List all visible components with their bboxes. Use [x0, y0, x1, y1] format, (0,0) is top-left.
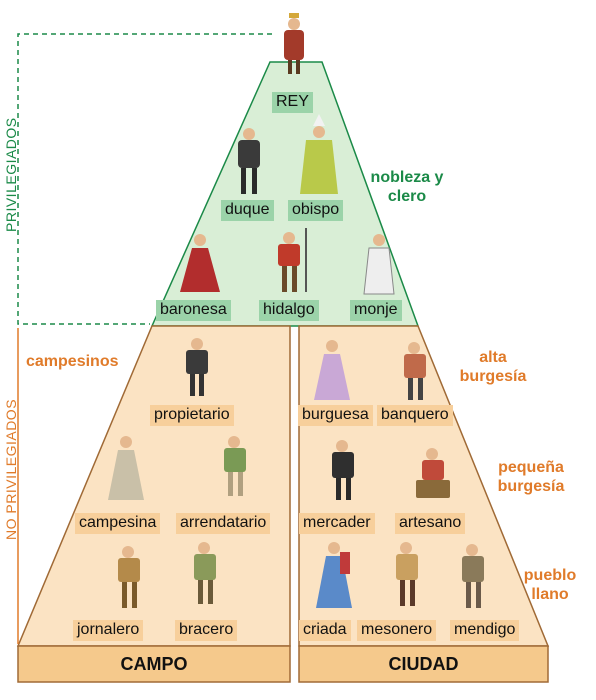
bracero-figure — [194, 542, 216, 604]
campo-section — [16, 325, 291, 647]
campo-base — [17, 645, 291, 683]
peasants-annotation: campesinos — [26, 353, 119, 370]
petty-bourgeoisie-annotation: pequeña burgesía — [486, 458, 576, 496]
nobility-clergy-annotation: nobleza y clero — [362, 168, 452, 206]
label-peasant-woman: campesina — [75, 513, 161, 534]
peasant-woman-figure — [108, 436, 144, 500]
label-tenant: arrendatario — [176, 513, 271, 534]
petty-bourgeoisie-line-2: burgesía — [497, 478, 565, 495]
day-laborer-figure — [118, 546, 140, 608]
banker-figure — [404, 342, 426, 400]
ciudad-title: CIUDAD — [388, 654, 459, 674]
petty-bourgeoisie-line-1: pequeña — [498, 459, 564, 476]
label-owner: propietario — [150, 405, 234, 426]
duke-figure — [238, 128, 260, 194]
baroness-figure — [180, 234, 220, 292]
label-merchant: mercader — [299, 513, 375, 534]
label-beggar: mendigo — [450, 620, 520, 641]
bishop-figure — [300, 114, 338, 194]
common-people-line-1: pueblo — [523, 567, 577, 584]
king-figure — [284, 13, 304, 74]
label-day-laborer: jornalero — [73, 620, 144, 641]
high-bourgeoisie-annotation: alta burgesía — [458, 348, 528, 386]
label-king: REY — [272, 92, 313, 113]
ciudad-base — [298, 645, 549, 683]
non-privileged-label: NO PRIVILEGIADOS — [3, 398, 19, 540]
label-baroness: baronesa — [156, 300, 231, 321]
innkeeper-figure — [396, 542, 418, 606]
nobility-clergy-line-2: clero — [387, 188, 427, 205]
privileged-bracket — [17, 33, 272, 325]
label-artisan: artesano — [395, 513, 466, 534]
beggar-figure — [462, 544, 484, 608]
nobility-clergy-line-1: nobleza y — [370, 169, 444, 186]
high-bourgeoisie-line-2: burgesía — [459, 368, 527, 385]
monk-figure — [363, 234, 395, 295]
label-bourgeois-woman: burguesa — [298, 405, 373, 426]
maid-figure — [316, 542, 352, 608]
privileged-label: PRIVILEGIADOS — [3, 117, 19, 232]
label-maid: criada — [299, 620, 351, 641]
owner-figure — [186, 338, 208, 396]
label-duke: duque — [221, 200, 274, 221]
artisan-figure — [416, 448, 450, 498]
label-hidalgo: hidalgo — [259, 300, 319, 321]
label-innkeeper: mesonero — [357, 620, 437, 641]
bourgeois-woman-figure — [314, 340, 350, 400]
high-bourgeoisie-line-1: alta — [479, 349, 507, 366]
label-bishop: obispo — [288, 200, 344, 221]
campo-title: CAMPO — [120, 654, 188, 674]
hidalgo-figure — [278, 228, 307, 292]
merchant-figure — [332, 440, 354, 500]
tenant-figure — [224, 436, 246, 496]
common-people-line-2: llano — [531, 586, 569, 603]
common-people-annotation: pueblo llano — [512, 566, 588, 604]
label-monk: monje — [350, 300, 402, 321]
label-bracero: bracero — [175, 620, 238, 641]
label-banker: banquero — [377, 405, 453, 426]
